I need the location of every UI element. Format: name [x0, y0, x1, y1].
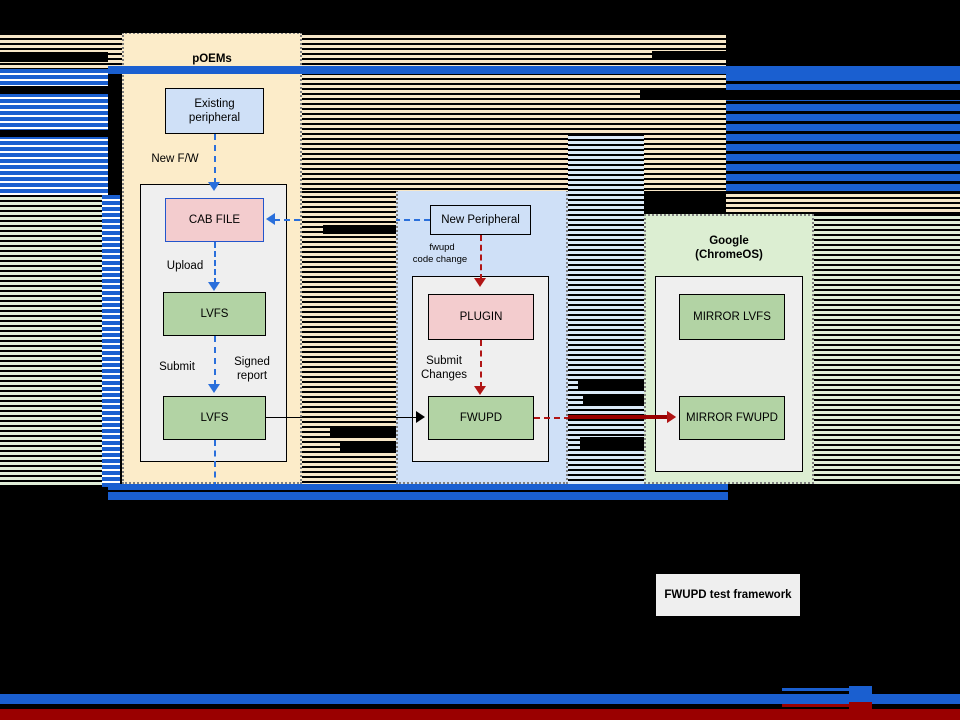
edge-upload-line	[214, 242, 216, 284]
swimlane-poems-title: pOEMs	[192, 53, 232, 65]
node-new-peripheral-label: New Peripheral	[441, 214, 520, 226]
edge-label-signed-report-line1: Signed	[234, 356, 270, 368]
node-lvfs-submit[interactable]: LVFS	[163, 396, 266, 440]
edge-lvfs-to-fwupd-line	[266, 417, 418, 418]
edge-label-submit: Submit	[159, 361, 195, 373]
node-fwupd[interactable]: FWUPD	[428, 396, 534, 440]
edge-label-fwupd-code-change-line2: code change	[412, 254, 468, 265]
edge-new-fw-arrowhead	[208, 182, 220, 191]
node-mirror-lvfs-label: MIRROR LVFS	[693, 311, 771, 323]
edge-label-fwupd-code-change-line1: fwupd	[429, 242, 455, 253]
edge-lvfs-to-fwupd-arrowhead	[416, 411, 425, 423]
swimlane-plugin-developers-title-line1: Plugin Developers/	[430, 156, 534, 168]
node-lvfs-upload[interactable]: LVFS	[163, 292, 266, 336]
node-cab-file-label: CAB FILE	[188, 214, 241, 226]
node-fwupd-label: FWUPD	[459, 412, 503, 424]
edge-submit-changes-arrowhead	[474, 386, 486, 395]
node-existing-peripheral-line2: peripheral	[188, 112, 241, 124]
edge-submit-arrowhead	[208, 384, 220, 393]
edge-label-submit-changes-line2: Changes	[420, 369, 468, 381]
node-cab-file[interactable]: CAB FILE	[165, 198, 264, 242]
edge-fwupd-code-change-line	[480, 235, 482, 280]
node-new-peripheral[interactable]: New Peripheral	[430, 205, 531, 235]
edge-label-upload: Upload	[166, 260, 204, 272]
node-lvfs-submit-label: LVFS	[200, 412, 229, 424]
edge-lvfs-bottom-line	[214, 440, 216, 488]
node-mirror-lvfs[interactable]: MIRROR LVFS	[679, 294, 785, 340]
node-plugin[interactable]: PLUGIN	[428, 294, 534, 340]
edge-fwupd-to-mirror-line	[534, 417, 670, 419]
edge-submit-changes-line	[480, 340, 482, 388]
edge-fwupd-to-mirror-arrowhead	[667, 411, 676, 423]
node-plugin-label: PLUGIN	[459, 311, 503, 323]
swimlane-google-chromeos-title-line1: Google	[709, 235, 749, 247]
edge-new-fw-line	[214, 134, 216, 184]
node-lvfs-upload-label: LVFS	[200, 308, 229, 320]
edge-label-new-fw: New F/W	[151, 153, 199, 165]
footnote-fwupd-test-framework-label: FWUPD test framework	[664, 589, 792, 601]
edge-new-peripheral-to-cab-line	[274, 219, 430, 221]
node-existing-peripheral-line1: Existing	[194, 98, 235, 110]
edge-submit-line	[214, 336, 216, 386]
node-mirror-fwupd-label: MIRROR FWUPD	[686, 412, 778, 424]
edge-label-submit-changes-line1: Submit	[426, 355, 462, 367]
edge-fwupd-code-change-arrowhead	[474, 278, 486, 287]
edge-label-signed-report-line2: report	[236, 370, 268, 382]
edge-upload-arrowhead	[208, 282, 220, 291]
swimlane-google-chromeos-title-line2: (ChromeOS)	[695, 249, 763, 261]
edge-new-peripheral-to-cab-arrowhead	[266, 213, 275, 225]
node-existing-peripheral[interactable]: Existing peripheral	[165, 88, 264, 134]
node-mirror-fwupd[interactable]: MIRROR FWUPD	[679, 396, 785, 440]
footnote-fwupd-test-framework: FWUPD test framework	[656, 574, 800, 616]
swimlane-plugin-developers-title-line2: Chipset Vendors	[436, 170, 528, 182]
